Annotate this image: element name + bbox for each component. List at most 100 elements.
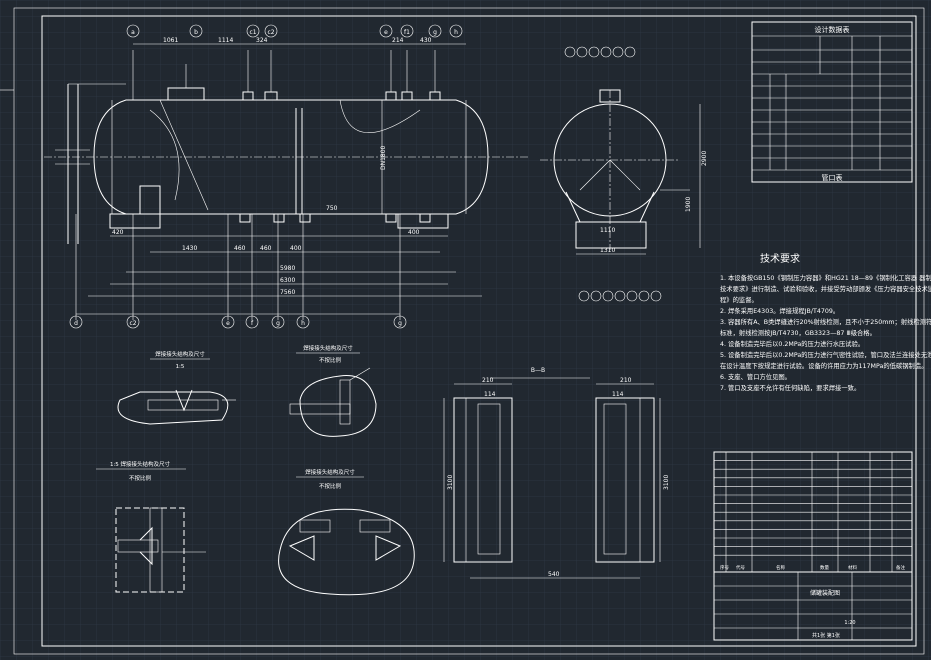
design-data-table: 设计数据表 管口表 [751, 21, 913, 183]
marker-h [449, 24, 463, 38]
dim-overall-1: 5980 [280, 265, 295, 272]
nozzle-table-title: 管口表 [822, 173, 843, 182]
dim-bottom-6: 750 [326, 205, 338, 212]
vessel-front-view [44, 43, 530, 320]
marker-b-label: b [194, 29, 198, 36]
marker-f-bottom-label: f [251, 320, 254, 327]
weld-detail-4: 焊接接头结构及尺寸 不按比例 [278, 468, 415, 596]
detail-1-title: 焊接接头结构及尺寸 [155, 350, 205, 358]
marker-f1 [400, 24, 414, 38]
tech-req-line-9: 在设计温度下按规定进行试验。设备的许用应力为117MPa的低碳钢制造。 [720, 361, 927, 370]
detail-4-scale: 不按比例 [319, 482, 342, 490]
marker-h-bottom [296, 315, 310, 329]
dim-bottom-7: 400 [408, 229, 420, 236]
detail-1-scale: 1:5 [176, 364, 185, 370]
section-dim-5: 3100 [447, 475, 454, 490]
dim-bottom-4: 460 [260, 245, 272, 252]
tech-req-line-2: 技术要求》进行制造、试验和验收，并接受劳动部颁发《压力容器安全技术监察规 [720, 284, 931, 293]
marker-a-label: a [131, 29, 135, 36]
marker-c2-label: c2 [267, 29, 274, 36]
marker-e-label: e [384, 29, 388, 36]
marker-h-bottom-label: h [301, 320, 305, 327]
dim-bottom-5: 400 [290, 245, 302, 252]
main-dimensions: 1061 1114 324 214 430 420 1430 460 460 4… [112, 37, 432, 296]
marker-g-label: g [433, 29, 437, 36]
marker-g2-bottom-label: g [398, 320, 402, 327]
dim-top-4: 214 [392, 37, 404, 44]
title-block-scale: 1:20 [844, 620, 855, 626]
marker-g2-bottom [393, 315, 407, 329]
tech-req-line-6: 标准，射线检测按JB/T4730，GB3323—87 Ⅲ级合格。 [720, 328, 876, 337]
dim-top-1: 1061 [163, 37, 178, 44]
section-bb: B—B 210 114 210 114 3100 3100 540 [443, 367, 670, 579]
section-dim-7: 540 [548, 571, 560, 578]
marker-g [428, 24, 442, 38]
title-block-name: 储罐装配图 [810, 589, 840, 597]
technical-requirements: 技术要求 1. 本设备按GB150《钢制压力容器》和HG21 18—89《钢制化… [720, 252, 931, 392]
dim-end-width-2: 1110 [600, 227, 615, 234]
drawing-frame [41, 15, 917, 647]
dim-top-3: 324 [256, 37, 268, 44]
detail-3-scale: 不按比例 [129, 474, 152, 482]
parts-col-note: 备注 [896, 564, 905, 571]
parts-col-material: 材料 [848, 564, 857, 571]
marker-f-bottom [245, 315, 259, 329]
marker-c1 [246, 24, 260, 38]
marker-g-bottom [271, 315, 285, 329]
design-table-title: 设计数据表 [815, 25, 850, 34]
marker-c2-bottom [126, 315, 140, 329]
dim-top-2: 1114 [218, 37, 233, 44]
marker-c1-label: c1 [249, 29, 256, 36]
parts-col-code: 代号 [736, 564, 745, 571]
marker-e [379, 24, 393, 38]
dim-bottom-1: 420 [112, 229, 124, 236]
marker-h-label: h [454, 29, 458, 36]
tech-req-line-1: 1. 本设备按GB150《钢制压力容器》和HG21 18—89《钢制化工容器 器… [720, 273, 931, 282]
marker-d [69, 315, 83, 329]
marker-e-bottom [221, 315, 235, 329]
weld-detail-2: 焊接接头结构及尺寸 不按比例 [289, 344, 377, 437]
section-dim-4: 114 [612, 391, 624, 398]
tech-req-line-5: 3. 容器所有A、B类焊缝进行20%射线检测，且不小于250mm；射线检测符合 [720, 317, 931, 326]
detail-2-title: 焊接接头结构及尺寸 [303, 344, 353, 352]
dim-end-width: 1310 [600, 247, 615, 254]
tech-req-line-3: 程》的监督。 [720, 295, 758, 304]
dim-bottom-3: 460 [234, 245, 246, 252]
marker-c2 [264, 24, 278, 38]
marker-c2-bottom-label: c2 [129, 320, 136, 327]
tech-req-line-4: 2. 焊条采用E4303。焊接规程JB/T4709。 [720, 306, 839, 315]
tech-req-line-10: 6. 支座、管口方位见图。 [720, 372, 791, 381]
dim-overall-3: 7560 [280, 289, 295, 296]
marker-b [189, 24, 203, 38]
detail-4-title: 焊接接头结构及尺寸 [305, 468, 355, 476]
title-block: 储罐装配图 1:20 共1张 第1张 [713, 571, 913, 641]
section-dim-6: 3100 [663, 475, 670, 490]
dim-end-height: 2900 [701, 151, 708, 166]
parts-col-qty: 数量 [820, 564, 829, 571]
marker-a [126, 24, 140, 38]
dim-bottom-2: 1430 [182, 245, 197, 252]
dim-diameter: DN1800 [380, 145, 387, 170]
section-dim-3: 210 [620, 377, 632, 384]
tech-req-line-7: 4. 设备制造完毕后以0.2MPa的压力进行水压试验。 [720, 339, 864, 348]
tech-req-title: 技术要求 [760, 252, 800, 265]
top-markers: a b c1 c2 e f1 g h [126, 24, 463, 38]
dim-overall-2: 6300 [280, 277, 295, 284]
section-bb-title: B—B [531, 367, 545, 374]
marker-g-bottom-label: g [276, 320, 280, 327]
section-dim-2: 114 [484, 391, 496, 398]
detail-3-title: 1:5 焊接接头结构及尺寸 [110, 460, 171, 468]
parts-col-no: 序号 [720, 564, 729, 571]
dim-top-5: 430 [420, 37, 432, 44]
detail-2-scale: 不按比例 [319, 356, 342, 364]
parts-col-name: 名称 [776, 564, 785, 571]
dim-end-height-2: 1900 [685, 197, 692, 212]
marker-d-label: d [74, 320, 78, 327]
bottom-markers: d c2 e f g h g [69, 315, 407, 329]
marker-e-bottom-label: e [226, 320, 230, 327]
weld-detail-3: 1:5 焊接接头结构及尺寸 不按比例 [96, 460, 206, 593]
title-block-sheet: 共1张 第1张 [812, 632, 840, 639]
tech-req-line-8: 5. 设备制造完毕后以0.2MPa的压力进行气密性试验，管口及法兰连接处无泄漏， [720, 350, 931, 359]
outer-border [13, 7, 925, 655]
